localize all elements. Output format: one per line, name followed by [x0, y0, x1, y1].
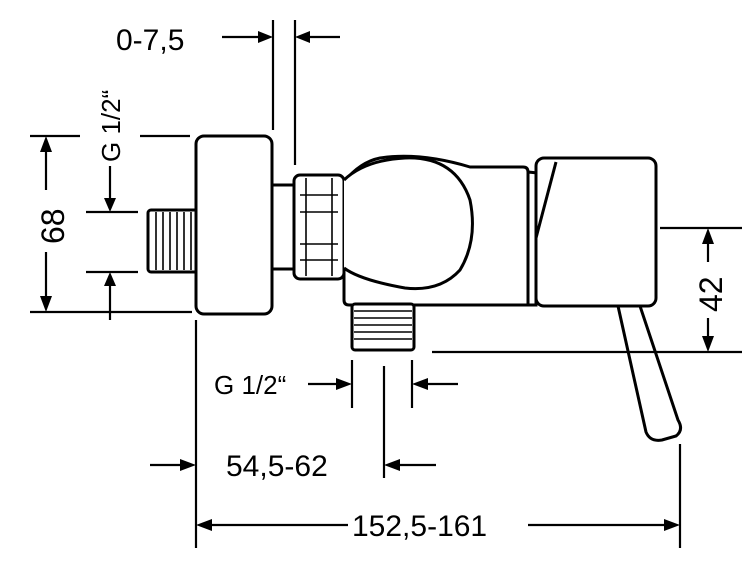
lever-block — [534, 156, 658, 308]
dim-height-lever: 42 — [693, 276, 729, 312]
cartridge-dome — [342, 156, 474, 291]
outlet-thread — [350, 302, 416, 352]
lever-handle — [616, 304, 683, 442]
dim-overall-length: 152,5-161 — [352, 510, 487, 543]
hex-nut — [270, 173, 346, 281]
dim-top-offset: 0-7,5 — [116, 24, 184, 57]
wall-flange — [194, 134, 274, 316]
dim-outlet-thread: G 1/2“ — [214, 370, 286, 400]
dim-inlet-thread: G 1/2“ — [96, 90, 126, 162]
dim-projection: 54,5-62 — [226, 450, 328, 483]
dim-height-total: 68 — [35, 208, 71, 244]
inlet-thread — [146, 208, 200, 274]
lever-front — [534, 161, 558, 239]
